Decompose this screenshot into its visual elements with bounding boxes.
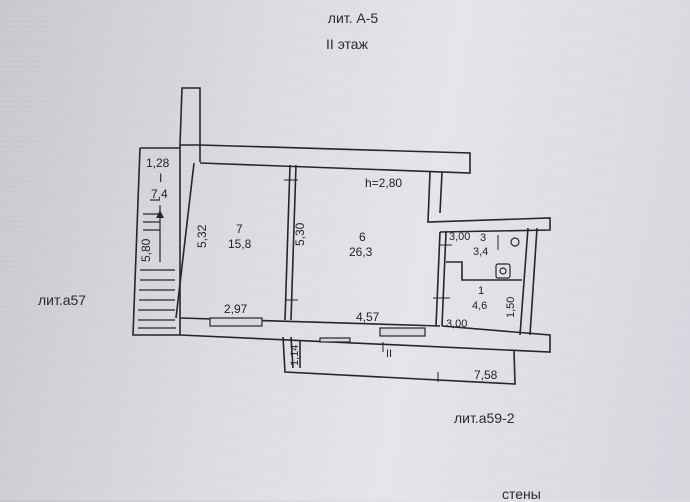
sink-icon [510,237,520,247]
stair-width-dim: 1,28 [146,156,170,170]
room7-width-dim: 2,97 [224,302,248,316]
room6-area: 26,3 [349,245,373,259]
balcony-depth-dim: 1,14 [289,345,301,366]
ceiling-height: h=2,80 [365,176,402,190]
room3-area: 3,4 [473,246,488,258]
room7-height-dim: 5,32 [195,224,209,248]
room1-width-dim: 3,00 [446,318,467,330]
stair-area: 7,4 [151,187,168,201]
plan-labels: 1,28 I 7,4 5,80 7 15,8 5,32 2,97 6 26,3 … [139,156,517,382]
openings [209,317,426,343]
room1-depth-dim: 1,50 [505,297,517,318]
room7-number: 7 [236,222,243,236]
floor-label: II этаж [326,36,368,52]
sanitary-fixtures [495,237,520,279]
room6-height-dim: 5,30 [293,222,307,246]
room3-width-dim: 3,00 [449,231,470,243]
left-building-label: лит.а57 [38,292,87,308]
stair-number: I [159,171,162,185]
right-building-label: лит.а59-2 [454,410,515,426]
stair-arrow-icon [156,210,164,218]
plan-title: лит. А-5 [327,10,379,26]
stair-treads [138,199,176,329]
toilet-icon [495,263,511,279]
room6-number: 6 [359,230,366,244]
room3-number: 3 [480,232,486,244]
dimension-ticks [284,179,499,382]
room1-number: 1 [478,285,484,297]
balcony-length-dim: 7,58 [474,368,498,382]
bottom-cut-label: стены [502,486,541,502]
wall-lines [132,87,551,385]
stair-length-dim: 5,80 [139,238,153,262]
room7-area: 15,8 [228,237,252,251]
balcony-number: II [386,348,392,360]
room6-width-dim: 4,57 [356,310,380,324]
room1-area: 4,6 [472,300,487,312]
